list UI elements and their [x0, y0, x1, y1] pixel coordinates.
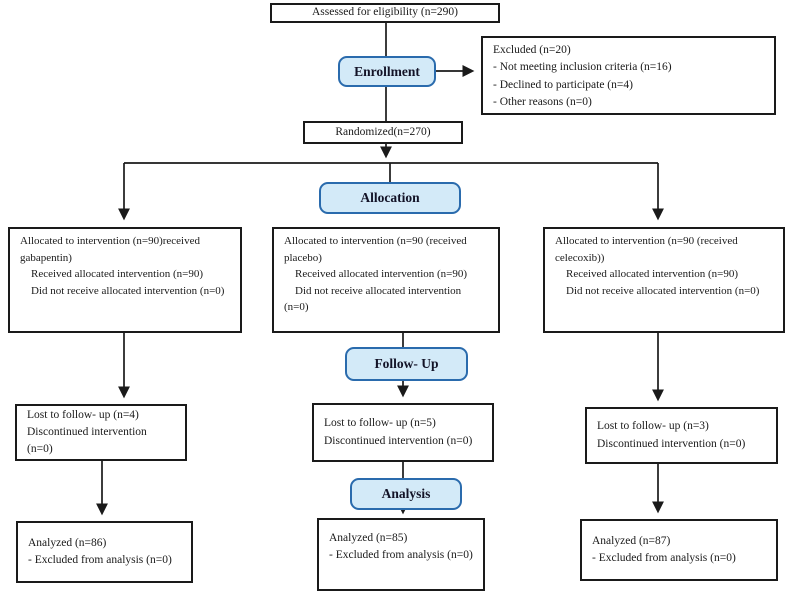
excluded-item: - Declined to participate (n=4): [493, 78, 633, 91]
allocation-line: Did not receive allocated intervention (…: [31, 284, 225, 297]
followup-line: Lost to follow- up (n=3): [597, 420, 709, 433]
stage-allocation: Allocation: [319, 182, 461, 214]
assessed-box: Assessed for eligibility (n=290): [270, 3, 500, 23]
randomized-box: Randomized(n=270): [303, 121, 463, 144]
allocation-box-celecoxib: Allocated to intervention (n=90 (receive…: [543, 227, 785, 333]
followup-line: Lost to follow- up (n=4): [27, 408, 139, 421]
analysis-line: - Excluded from analysis (n=0): [592, 552, 736, 564]
followup-box-gabapentin: Lost to follow- up (n=4) Discontinued in…: [15, 404, 187, 461]
followup-line: Discontinued intervention (n=0): [597, 437, 746, 450]
excluded-box: Excluded (n=20) - Not meeting inclusion …: [481, 36, 776, 115]
allocation-line: Allocated to intervention (n=90)received…: [20, 235, 200, 264]
analysis-line: Analyzed (n=85): [329, 532, 408, 544]
analysis-box-placebo: Analyzed (n=85) - Excluded from analysis…: [317, 518, 485, 591]
allocation-line: Received allocated intervention (n=90): [566, 268, 739, 280]
followup-line: Lost to follow- up (n=5): [324, 417, 436, 430]
analysis-line: Analyzed (n=86): [28, 536, 107, 549]
analysis-box-gabapentin: Analyzed (n=86) - Excluded from analysis…: [16, 521, 193, 583]
excluded-item: - Other reasons (n=0): [493, 95, 592, 108]
allocation-line: Did not receive allocated intervention (…: [566, 284, 760, 297]
analysis-line: Analyzed (n=87): [592, 534, 671, 547]
allocation-line: Received allocated intervention (n=90): [295, 268, 468, 280]
followup-line: Discontinued intervention (n=0): [324, 434, 473, 447]
analysis-box-celecoxib: Analyzed (n=87) - Excluded from analysis…: [580, 519, 778, 581]
followup-box-celecoxib: Lost to follow- up (n=3) Discontinued in…: [585, 407, 778, 464]
allocation-line: Allocated to intervention (n=90 (receive…: [284, 235, 467, 264]
followup-box-placebo: Lost to follow- up (n=5) Discontinued in…: [312, 403, 494, 462]
analysis-line: - Excluded from analysis (n=0): [28, 554, 172, 566]
allocation-line: Received allocated intervention (n=90): [31, 268, 204, 280]
excluded-title: Excluded (n=20): [493, 44, 571, 56]
allocation-box-placebo: Allocated to intervention (n=90 (receive…: [272, 227, 500, 333]
allocation-line: Allocated to intervention (n=90 (receive…: [555, 235, 738, 264]
analysis-line: - Excluded from analysis (n=0): [329, 549, 473, 562]
allocation-line: Did not receive allocated intervention (…: [284, 284, 462, 314]
allocation-box-gabapentin: Allocated to intervention (n=90)received…: [8, 227, 242, 333]
excluded-item: - Not meeting inclusion criteria (n=16): [493, 61, 672, 74]
stage-enrollment: Enrollment: [338, 56, 436, 87]
stage-analysis: Analysis: [350, 478, 462, 510]
stage-followup: Follow- Up: [345, 347, 468, 381]
followup-line: Discontinued intervention (n=0): [27, 425, 147, 456]
